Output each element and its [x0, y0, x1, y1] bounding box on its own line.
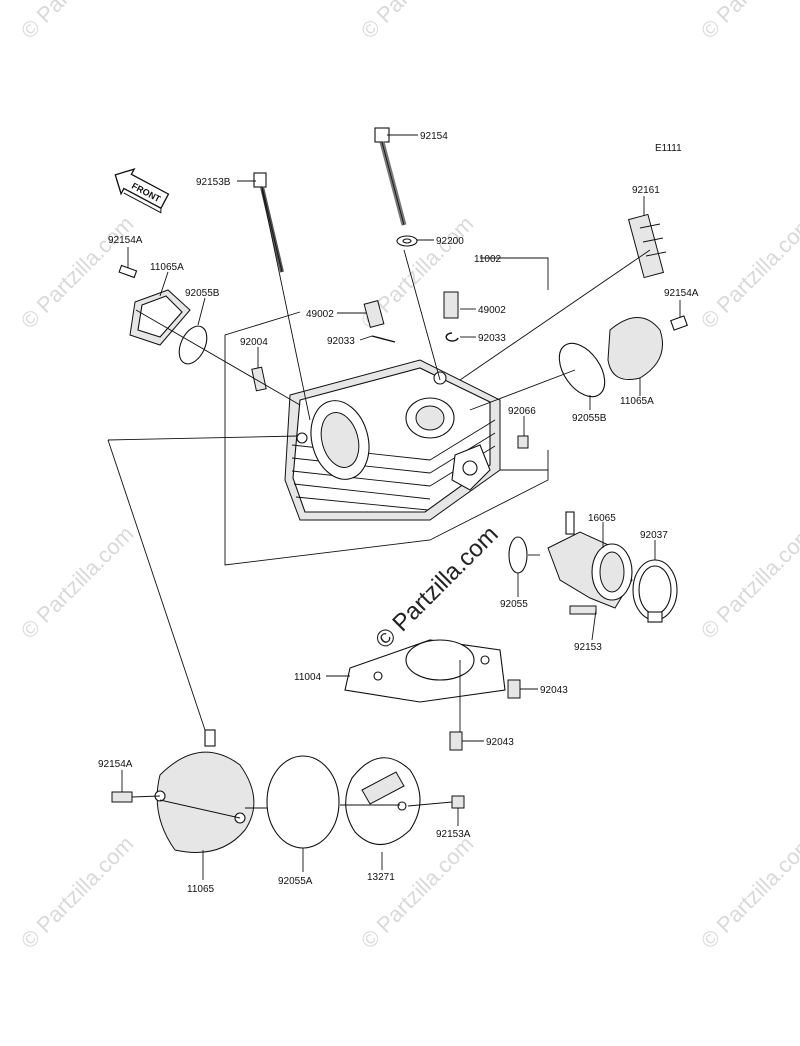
- watermark: © Partzilla.com: [696, 0, 800, 44]
- part-label-11004[interactable]: 11004: [294, 672, 322, 683]
- watermark-center: © Partzilla.com: [370, 521, 503, 654]
- valve-guide-49002-right-icon: [443, 291, 459, 319]
- stud-92004-icon: [251, 366, 267, 392]
- cover-11065-icon: [154, 729, 255, 853]
- part-label-92153a[interactable]: 92153A: [436, 829, 471, 840]
- part-label-92153b[interactable]: 92153B: [196, 177, 231, 188]
- watermark: © Partzilla.com: [696, 521, 800, 644]
- part-labels: 92154 92153B 92200 11002 92161 92154A 11…: [98, 131, 699, 895]
- watermark: © Partzilla.com: [696, 211, 800, 334]
- watermark: © Partzilla.com: [16, 521, 139, 644]
- dowel-92043-b-icon: [449, 731, 463, 751]
- part-label-92154a[interactable]: 92154A: [108, 235, 143, 246]
- clamp-92037-icon: [632, 559, 678, 623]
- cover-13271-icon: [345, 757, 421, 845]
- part-label-92033[interactable]: 92033: [327, 336, 355, 347]
- part-label-92043[interactable]: 92043: [486, 737, 514, 748]
- watermark: © Partzilla.com: [356, 0, 479, 44]
- bolt-92154-icon: [374, 127, 407, 226]
- diagram-code: E1111: [655, 143, 682, 154]
- watermark: © Partzilla.com: [356, 831, 479, 954]
- bolt-92153b-icon: [253, 172, 284, 273]
- o-ring-92055a-icon: [266, 755, 340, 849]
- bolt-92154a-bottom-icon: [111, 791, 133, 803]
- circlip-92033-icon: [371, 332, 459, 343]
- part-label-92043[interactable]: 92043: [540, 685, 568, 696]
- part-label-92055b[interactable]: 92055B: [185, 288, 220, 299]
- part-label-13271[interactable]: 13271: [367, 872, 395, 883]
- part-label-92154a[interactable]: 92154A: [98, 759, 133, 770]
- part-label-49002[interactable]: 49002: [306, 309, 334, 320]
- leader-lines: [107, 134, 681, 880]
- part-label-16065[interactable]: 16065: [588, 513, 616, 524]
- intake-pipe-16065-icon: [547, 511, 633, 609]
- o-ring-92055-icon: [508, 536, 528, 574]
- part-label-92153[interactable]: 92153: [574, 642, 602, 653]
- part-label-92055b[interactable]: 92055B: [572, 413, 607, 424]
- part-label-49002[interactable]: 49002: [478, 305, 506, 316]
- part-label-92154[interactable]: 92154: [420, 131, 448, 142]
- part-label-92004[interactable]: 92004: [240, 337, 268, 348]
- cover-11065a-right-icon: [558, 315, 688, 398]
- part-label-92055[interactable]: 92055: [500, 599, 528, 610]
- part-label-11002[interactable]: 11002: [474, 254, 502, 265]
- washer-92200-icon: [396, 235, 418, 247]
- watermark: © Partzilla.com: [696, 831, 800, 954]
- part-label-92037[interactable]: 92037: [640, 530, 668, 541]
- watermark: © Partzilla.com: [16, 0, 139, 44]
- dowel-92066-icon: [517, 435, 529, 449]
- bolt-92153-icon: [569, 605, 597, 615]
- valve-guide-49002-left-icon: [363, 299, 385, 329]
- part-label-11065a[interactable]: 11065A: [620, 396, 654, 407]
- front-arrow-icon: FRONT: [114, 167, 170, 214]
- part-label-92055a[interactable]: 92055A: [278, 876, 313, 887]
- cylinder-head-11002-icon: [284, 359, 501, 521]
- part-label-92200[interactable]: 92200: [436, 236, 464, 247]
- part-label-11065a[interactable]: 11065A: [150, 262, 184, 273]
- part-label-11065[interactable]: 11065: [187, 884, 215, 895]
- bolt-92153a-icon: [451, 795, 465, 809]
- gasket-11004-icon: [344, 639, 506, 703]
- watermark: © Partzilla.com: [16, 831, 139, 954]
- part-label-92154a[interactable]: 92154A: [664, 288, 699, 299]
- dowel-92043-a-icon: [507, 679, 521, 699]
- cover-11065a-left-icon: [118, 264, 208, 365]
- part-label-92033[interactable]: 92033: [478, 333, 506, 344]
- part-label-92161[interactable]: 92161: [632, 185, 660, 196]
- rubber-92161-icon: [627, 213, 667, 279]
- part-label-92066[interactable]: 92066: [508, 406, 536, 417]
